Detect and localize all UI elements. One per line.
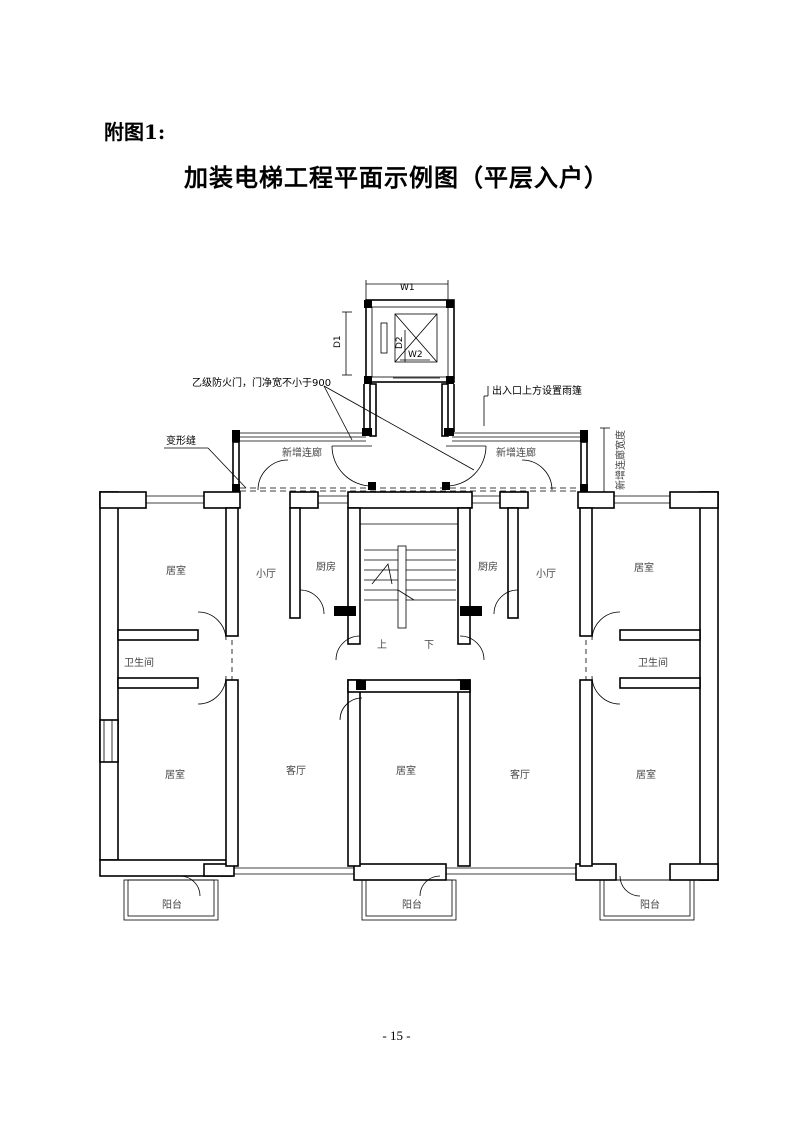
elevator-shaft <box>342 280 455 384</box>
label-bedroom-center: 居室 <box>396 764 416 777</box>
label-bathroom-left: 卫生间 <box>124 656 154 669</box>
new-corridor <box>232 383 610 493</box>
label-bedroom-se: 居室 <box>636 768 656 781</box>
label-new-corridor-right: 新增连廊 <box>496 446 536 459</box>
label-stair-down: 下 <box>424 640 434 651</box>
annotation-fire-door: 乙级防火门，门净宽不小于900 <box>192 376 331 389</box>
label-stair-up: 上 <box>377 639 387 651</box>
label-living-left: 客厅 <box>286 764 306 777</box>
label-bathroom-right: 卫生间 <box>638 656 668 669</box>
dim-d2: D2 <box>395 336 405 349</box>
label-small-hall-left: 小厅 <box>256 568 276 580</box>
appendix-label: 附图1: <box>104 120 166 144</box>
page-title: 加装电梯工程平面示例图（平层入户） <box>184 163 609 192</box>
annotation-corridor-width: 新增连廊宽度 <box>614 430 627 490</box>
dim-w2: W2 <box>408 350 423 360</box>
annotation-deformation-joint: 变形缝 <box>166 434 196 447</box>
page-number: - 15 - <box>382 1028 411 1043</box>
label-bedroom-sw: 居室 <box>165 768 185 781</box>
label-balcony-center: 阳台 <box>402 898 422 911</box>
label-living-right: 客厅 <box>510 768 530 781</box>
label-kitchen-right: 厨房 <box>478 560 498 573</box>
label-kitchen-left: 厨房 <box>316 560 336 573</box>
label-balcony-left: 阳台 <box>162 898 182 911</box>
annotation-canopy: 出入口上方设置雨篷 <box>492 384 582 397</box>
staircase <box>360 523 458 629</box>
dim-w1: W1 <box>400 283 415 293</box>
main-building <box>99 491 719 897</box>
label-new-corridor-left: 新增连廊 <box>282 446 322 459</box>
label-balcony-right: 阳台 <box>640 898 660 911</box>
label-bedroom-ne: 居室 <box>634 561 654 574</box>
balconies <box>123 879 695 921</box>
label-bedroom-nw: 居室 <box>166 564 186 577</box>
dim-d1: D1 <box>333 335 343 348</box>
label-small-hall-right: 小厅 <box>536 568 556 580</box>
